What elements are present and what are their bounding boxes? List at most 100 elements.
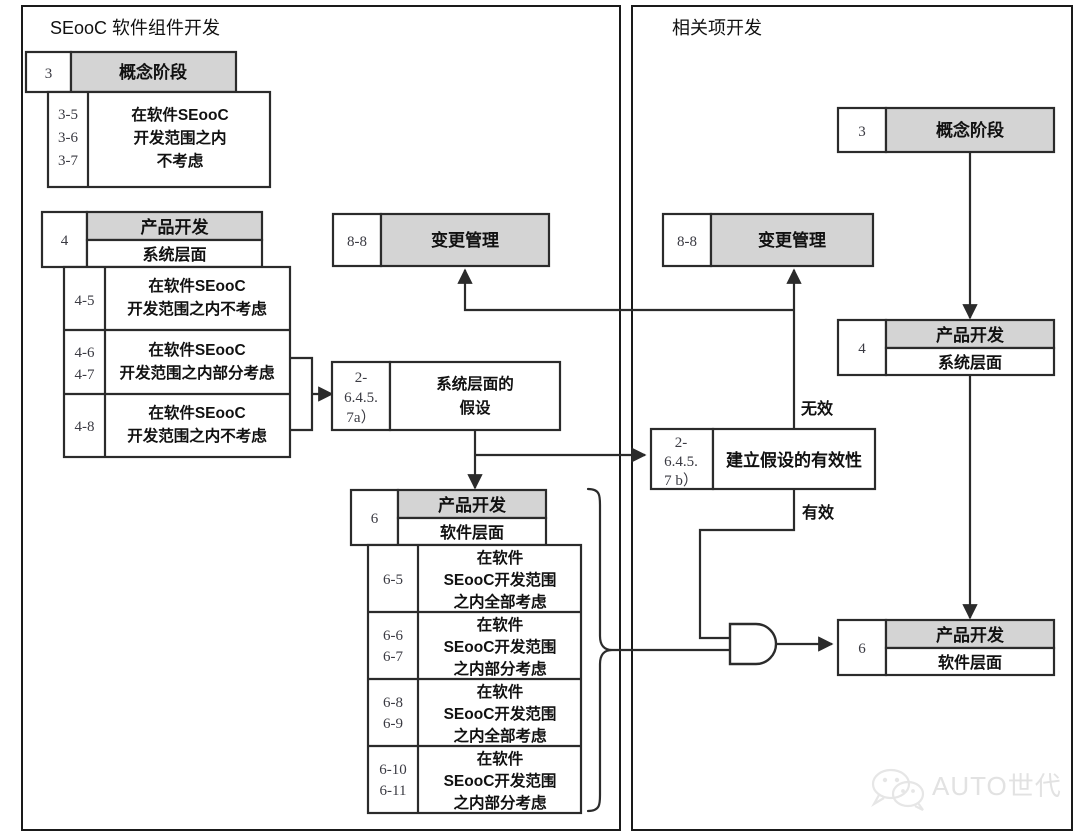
left-assumption-line-1: 假设 — [459, 398, 491, 417]
left-phase3-row-box — [46, 90, 272, 189]
watermark-text: AUTO世代 — [932, 771, 1062, 801]
left-phase3-row-num-1: 3-6 — [58, 130, 78, 146]
left-phase6-row2-num-0: 6-8 — [383, 695, 403, 711]
connector-invalid-to-left-change-mgmt — [457, 268, 794, 312]
left-phase6-row2-num-1: 6-9 — [383, 716, 403, 732]
right-panel-title: 相关项开发 — [672, 18, 762, 38]
left-phase3-block: 3 概念阶段 3-5 3-6 3-7 在软件SEooC 开发范围之内 不考虑 — [24, 50, 272, 189]
left-phase6-row0-line-1: SEooC开发范围 — [444, 570, 557, 589]
left-assumption-label-cell — [388, 360, 562, 432]
left-phase6-block: 6 产品开发 软件层面 6-5 在软件 SEooC开发范围 之内全部考虑 6-6… — [349, 488, 583, 815]
left-phase6-row3-num-1: 6-11 — [380, 783, 407, 799]
left-change-management-block: 8-8 变更管理 — [331, 212, 551, 268]
right-validity-num-2: 7 b） — [664, 472, 698, 489]
left-phase3-num: 3 — [45, 66, 53, 82]
wechat-icon — [871, 768, 925, 811]
right-phase4-block: 4 产品开发 系统层面 — [836, 318, 1056, 377]
right-phase6-header-cell — [884, 618, 1056, 650]
left-phase4-row1-num-1: 4-7 — [75, 367, 95, 383]
left-phase6-header-cell — [396, 488, 548, 520]
right-validity-label: 建立假设的有效性 — [726, 450, 862, 470]
and-gate — [728, 622, 778, 666]
right-phase4-header-cell — [884, 318, 1056, 350]
right-phase4-subheader-cell — [884, 346, 1056, 377]
left-phase6-subheader-cell — [396, 516, 548, 547]
right-change-management-block: 8-8 变更管理 — [661, 212, 875, 268]
left-phase6-header: 产品开发 — [438, 495, 507, 515]
left-phase6-row1-line-0: 在软件 — [477, 615, 524, 634]
right-change-mgmt-num-cell — [661, 212, 713, 268]
right-validity-num-cell — [649, 427, 715, 491]
right-change-mgmt-label: 变更管理 — [758, 230, 826, 250]
left-assumption-num-cell — [330, 360, 392, 432]
left-phase4-block: 4 产品开发 系统层面 4-5 在软件SEooC 开发范围之内不考虑 4-6 4… — [40, 210, 292, 459]
right-phase3-num-cell — [836, 106, 888, 154]
left-change-mgmt-label: 变更管理 — [431, 230, 499, 250]
left-assumption-num-0: 2- — [355, 370, 368, 386]
left-phase6-row0-num-0: 6-5 — [383, 572, 403, 588]
left-panel-title: SEooC 软件组件开发 — [50, 18, 220, 38]
left-change-mgmt-label-cell — [379, 212, 551, 268]
left-phase3-header-cell — [69, 50, 238, 94]
left-phase4-row0-num-0: 4-5 — [75, 293, 95, 309]
left-phase6-row3-num-0: 6-10 — [379, 762, 407, 778]
left-phase4-row0-line-0: 在软件SEooC — [148, 276, 245, 295]
right-phase3-header: 概念阶段 — [936, 120, 1004, 140]
right-phase6-subheader: 软件层面 — [938, 653, 1002, 672]
left-assumption-num-1: 6.4.5. — [344, 390, 378, 406]
left-phase6-row1-line-1: SEooC开发范围 — [444, 637, 557, 656]
left-phase4-row2-num-0: 4-8 — [75, 419, 95, 435]
left-phase3-row-line-0: 在软件SEooC — [131, 105, 228, 124]
right-validity-num-0: 2- — [675, 435, 688, 451]
right-phase3-num: 3 — [858, 124, 866, 140]
left-phase4-row1-num-0: 4-6 — [75, 345, 95, 361]
left-phase4-row2-line-0: 在软件SEooC — [148, 403, 245, 422]
left-phase6-row0-line-2: 之内全部考虑 — [453, 592, 547, 611]
left-phase6-row3-line-2: 之内部分考虑 — [453, 793, 547, 812]
edge-label-valid: 有效 — [802, 503, 834, 522]
right-phase4-num-cell — [836, 318, 888, 377]
left-assumption-block: 2- 6.4.5. 7a） 系统层面的 假设 — [330, 360, 562, 432]
right-phase4-num: 4 — [858, 341, 866, 357]
right-validity-num-1: 6.4.5. — [664, 454, 698, 470]
left-phase4-row2-line-1: 开发范围之内不考虑 — [127, 426, 267, 445]
right-validity-block: 2- 6.4.5. 7 b） 建立假设的有效性 — [649, 427, 877, 491]
left-phase4-num: 4 — [61, 233, 69, 249]
left-phase4-rows-box — [62, 265, 292, 459]
right-phase6-num-cell — [836, 618, 888, 677]
right-phase6-header: 产品开发 — [936, 625, 1005, 645]
left-phase4-row1-line-1: 开发范围之内部分考虑 — [119, 363, 275, 382]
right-phase6-subheader-cell — [884, 646, 1056, 677]
edge-label-invalid: 无效 — [800, 399, 833, 418]
left-phase3-row-num-2: 3-7 — [58, 153, 78, 169]
connector-valid-to-and-gate — [698, 489, 796, 640]
left-phase6-num-cell — [349, 488, 400, 547]
right-change-mgmt-num: 8-8 — [677, 234, 697, 250]
right-phase4-subheader: 系统层面 — [938, 353, 1002, 372]
right-phase4-header: 产品开发 — [936, 325, 1005, 345]
left-phase4-header-cell — [85, 210, 264, 242]
right-phase6-num: 6 — [858, 641, 866, 657]
left-phase6-row2-line-2: 之内全部考虑 — [453, 726, 547, 745]
left-phase6-row2-line-0: 在软件 — [477, 682, 524, 701]
left-phase3-header: 概念阶段 — [119, 62, 187, 82]
left-phase6-subheader: 软件层面 — [440, 523, 504, 542]
left-phase4-subheader-cell — [85, 238, 264, 269]
left-assumption-line-0: 系统层面的 — [436, 374, 514, 393]
left-phase3-row-line-1: 开发范围之内 — [133, 128, 226, 147]
left-phase6-row1-line-2: 之内部分考虑 — [453, 659, 547, 678]
watermark: AUTO世代 — [871, 768, 1062, 811]
right-phase6-block: 6 产品开发 软件层面 — [836, 618, 1056, 677]
left-phase4-header: 产品开发 — [141, 217, 210, 237]
left-phase4-subheader: 系统层面 — [142, 245, 206, 264]
left-change-mgmt-num-cell — [331, 212, 383, 268]
left-phase6-row3-line-1: SEooC开发范围 — [444, 771, 557, 790]
left-phase6-row3-line-0: 在软件 — [477, 749, 524, 768]
left-phase6-row1-num-1: 6-7 — [383, 649, 403, 665]
left-phase6-row0-line-0: 在软件 — [477, 548, 524, 567]
right-change-mgmt-label-cell — [709, 212, 875, 268]
left-phase6-num: 6 — [371, 511, 379, 527]
left-phase3-row-line-2: 不考虑 — [157, 151, 204, 170]
